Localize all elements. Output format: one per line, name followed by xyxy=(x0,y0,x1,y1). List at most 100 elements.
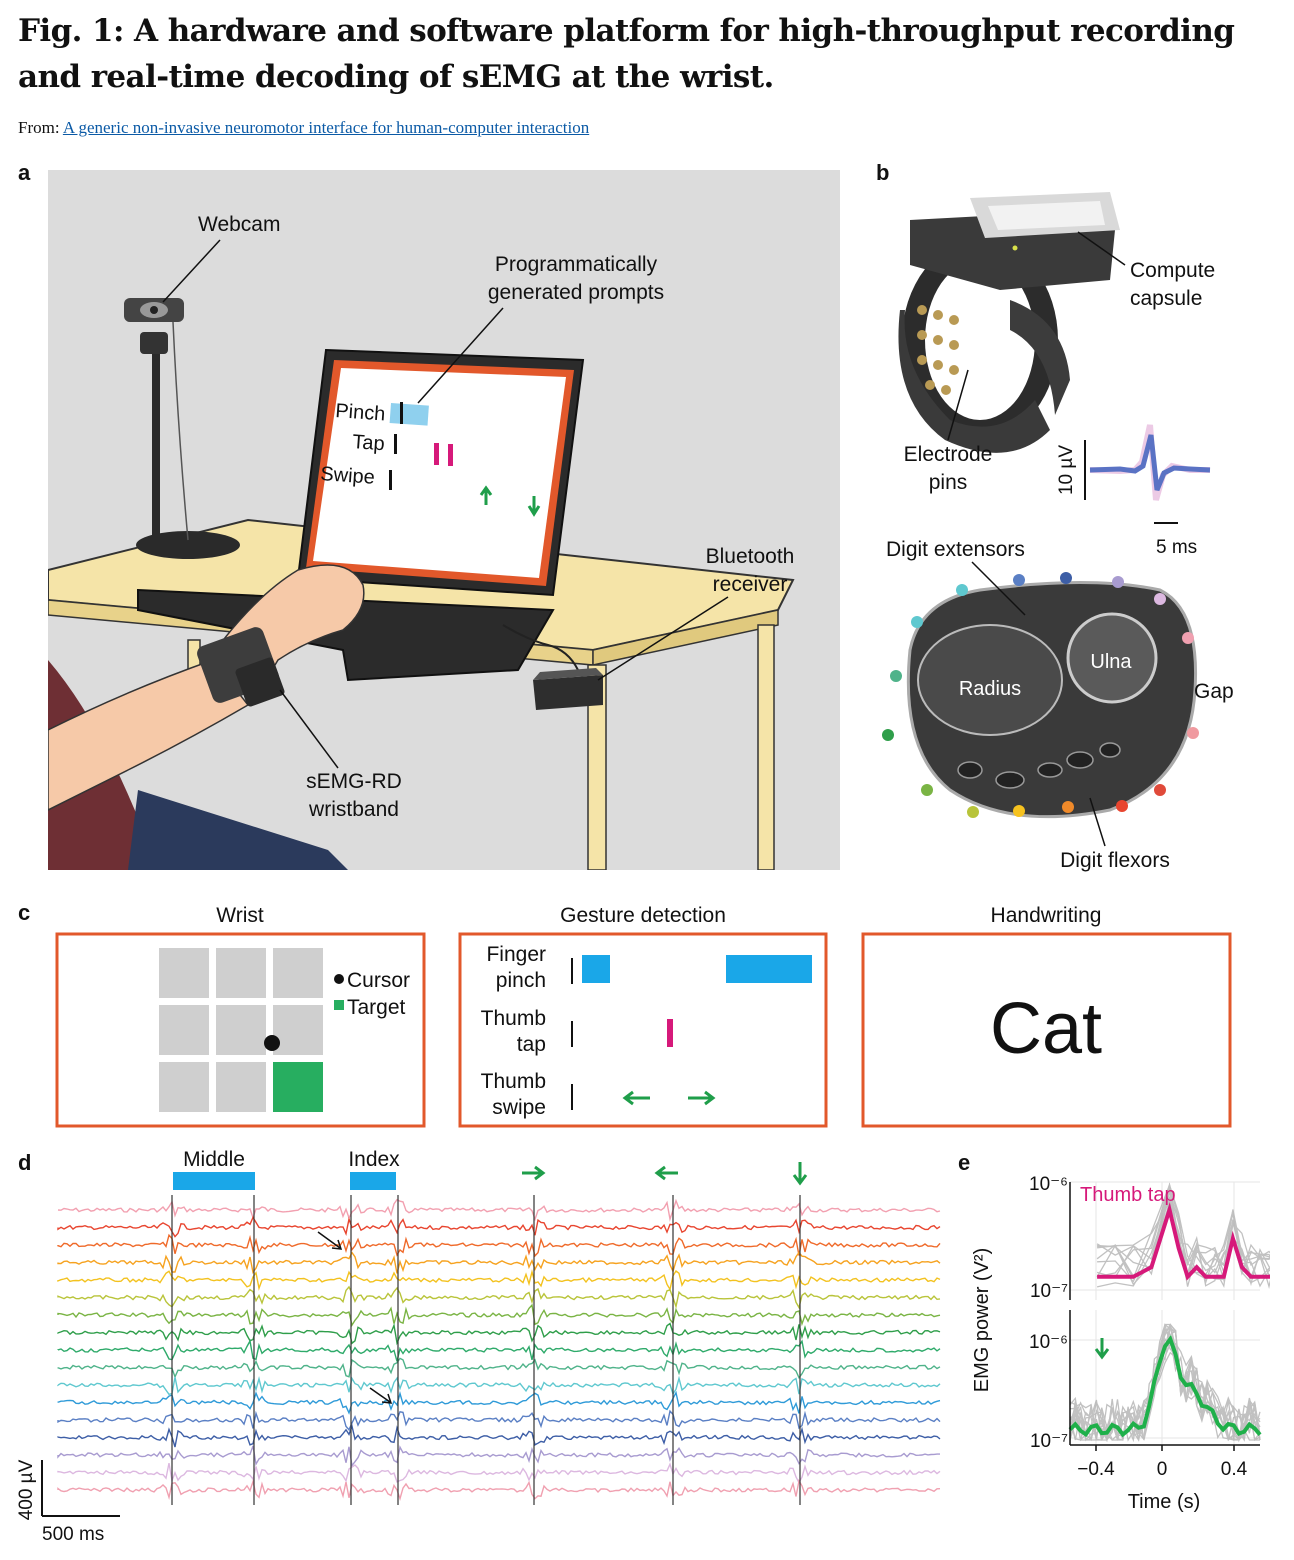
gap-label: Gap xyxy=(1194,680,1234,703)
thumb-swipe-trial-trace xyxy=(1069,1326,1261,1441)
extensors-label: Digit extensors xyxy=(886,538,1025,561)
panel-b-illustration: Compute capsule Electrode pins 10 µV 5 m… xyxy=(882,192,1234,872)
source-line: From: A generic non-invasive neuromotor … xyxy=(18,118,589,138)
thumb-tap-trial-trace xyxy=(1096,1195,1270,1288)
spike-scale-voltage: 10 µV xyxy=(1056,445,1077,495)
middle-pinch-bar xyxy=(173,1172,255,1190)
emg-trace-channel xyxy=(57,1269,941,1292)
emg-trace-channel xyxy=(57,1478,941,1502)
swipe-down-arrow-icon xyxy=(1094,1338,1110,1360)
panel-a-illustration: Pinch Tap Swipe Webcam Programmatically … xyxy=(48,170,840,870)
wristband-label-line2: wristband xyxy=(308,798,399,821)
wrist-cross-section-mri xyxy=(906,581,1198,819)
flexors-label: Digit flexors xyxy=(1060,849,1170,872)
prompt-pinch: Pinch xyxy=(335,400,386,425)
panel-d-emg-traces: Middle Index 400 µV 500 ms xyxy=(18,1148,941,1545)
thumb-tap-trial-trace xyxy=(1097,1182,1270,1287)
thumb-tap-mean-trace xyxy=(1097,1202,1270,1281)
panel-b-label: b xyxy=(876,160,890,185)
thumb-swipe-trial-trace xyxy=(1069,1324,1261,1443)
plot-top: 10⁻⁶ 10⁻⁷ Thumb tap xyxy=(1029,1174,1270,1302)
prompt-tap: Tap xyxy=(352,431,386,455)
emg-scale-time: 500 ms xyxy=(42,1524,104,1545)
panel-c-task-boxes: Wrist Cursor Target Gesture detection Fi… xyxy=(55,904,1232,1128)
thumb-swipe-mean-trace xyxy=(1068,1334,1262,1438)
emg-trace-channel xyxy=(57,1338,941,1362)
emg-scale-voltage: 400 µV xyxy=(18,1459,37,1520)
emg-trace-channel xyxy=(57,1409,941,1431)
emg-trace-channel xyxy=(57,1303,941,1327)
gesture-tap-line2: tap xyxy=(517,1033,546,1056)
panel-a-label: a xyxy=(18,160,31,185)
cursor-dot xyxy=(264,1035,280,1051)
radius-label: Radius xyxy=(959,678,1021,700)
gesture-tap-line1: Thumb xyxy=(481,1007,546,1030)
prompt-swipe: Swipe xyxy=(320,463,376,489)
emg-trace-channel xyxy=(57,1215,941,1238)
thumb-swipe-trial-trace xyxy=(1069,1323,1260,1441)
emg-trace-channel xyxy=(57,1285,941,1310)
gesture-task-box xyxy=(458,932,828,1128)
capsule-label-line1: Compute xyxy=(1130,259,1215,282)
e-xtick-2: 0.4 xyxy=(1221,1459,1248,1480)
thumb-tap-trial-trace xyxy=(1097,1182,1270,1283)
spike-waveform-inset: 10 µV 5 ms xyxy=(1056,424,1211,558)
target-legend: Target xyxy=(347,996,406,1019)
emg-trace-channel xyxy=(57,1357,941,1380)
prompts-label-line1: Programmatically xyxy=(495,253,658,276)
emg-trace-channel xyxy=(57,1445,940,1468)
bluetooth-label-line1: Bluetooth xyxy=(706,545,795,568)
swipe-down-arrow-icon xyxy=(792,1162,808,1186)
panel-e-label: e xyxy=(958,1150,971,1175)
spike-scale-time: 5 ms xyxy=(1156,537,1197,558)
source-article-link[interactable]: A generic non-invasive neuromotor interf… xyxy=(62,118,590,137)
wristband-device-image xyxy=(898,192,1120,453)
thumb-tap-trial-trace xyxy=(1096,1184,1270,1289)
e-top-ytick-hi: 10⁻⁶ xyxy=(1029,1174,1068,1195)
e-bot-ytick-hi: 10⁻⁶ xyxy=(1029,1332,1068,1353)
gesture-finger-line1: Finger xyxy=(486,943,546,966)
plot-bottom: 10⁻⁶ 10⁻⁷ xyxy=(1029,1310,1262,1452)
gesture-swipe-line2: swipe xyxy=(492,1096,546,1119)
gesture-swipe-line1: Thumb xyxy=(481,1070,546,1093)
emg-trace-channel xyxy=(57,1423,941,1448)
thumb-swipe-trial-trace xyxy=(1069,1327,1261,1442)
emg-trace-channel xyxy=(57,1198,941,1222)
wrist-grid xyxy=(159,948,323,1112)
emg-trace-channel xyxy=(57,1462,941,1485)
from-label: From: xyxy=(18,118,60,137)
prompts-label-line2: generated prompts xyxy=(488,281,664,304)
pins-label-line2: pins xyxy=(929,471,968,494)
emg-trace-channel xyxy=(57,1251,941,1275)
gesture-finger-line2: pinch xyxy=(496,969,546,992)
swipe-left-arrow-icon xyxy=(654,1165,678,1181)
electrode-position-dots xyxy=(882,572,1199,818)
emg-trace-channel xyxy=(57,1375,941,1396)
panel-d-label: d xyxy=(18,1150,32,1175)
bluetooth-label-line2: receiver xyxy=(713,573,788,596)
wrist-task-title: Wrist xyxy=(216,904,264,927)
panel-c-label: c xyxy=(18,900,31,925)
handwriting-word: Cat xyxy=(990,989,1102,1069)
swipe-right-arrow-icon xyxy=(522,1165,546,1181)
target-cell xyxy=(273,1062,323,1112)
e-xtick-1: 0 xyxy=(1157,1459,1168,1480)
index-label: Index xyxy=(348,1148,400,1171)
emg-trace-channel xyxy=(57,1233,941,1258)
wristband-label-line1: sEMG-RD xyxy=(306,770,402,793)
e-bot-ytick-lo: 10⁻⁷ xyxy=(1030,1431,1068,1452)
handwriting-task-title: Handwriting xyxy=(991,904,1102,927)
e-xlabel: Time (s) xyxy=(1128,1491,1201,1513)
pins-label-line1: Electrode xyxy=(904,443,993,466)
handwriting-task-box xyxy=(861,932,1232,1128)
e-xtick-0: −0.4 xyxy=(1077,1459,1115,1480)
emg-channel-traces xyxy=(57,1198,941,1502)
thumb-tap-label: Thumb tap xyxy=(1080,1184,1176,1206)
event-markers xyxy=(171,1195,801,1505)
cursor-legend: Cursor xyxy=(347,969,410,992)
ulna-label: Ulna xyxy=(1090,651,1132,673)
webcam-label: Webcam xyxy=(198,213,280,236)
e-ylabel: EMG power (V²) xyxy=(971,1248,993,1392)
figure-title: Fig. 1: A hardware and software platform… xyxy=(18,13,1235,95)
capsule-label-line2: capsule xyxy=(1130,287,1202,310)
